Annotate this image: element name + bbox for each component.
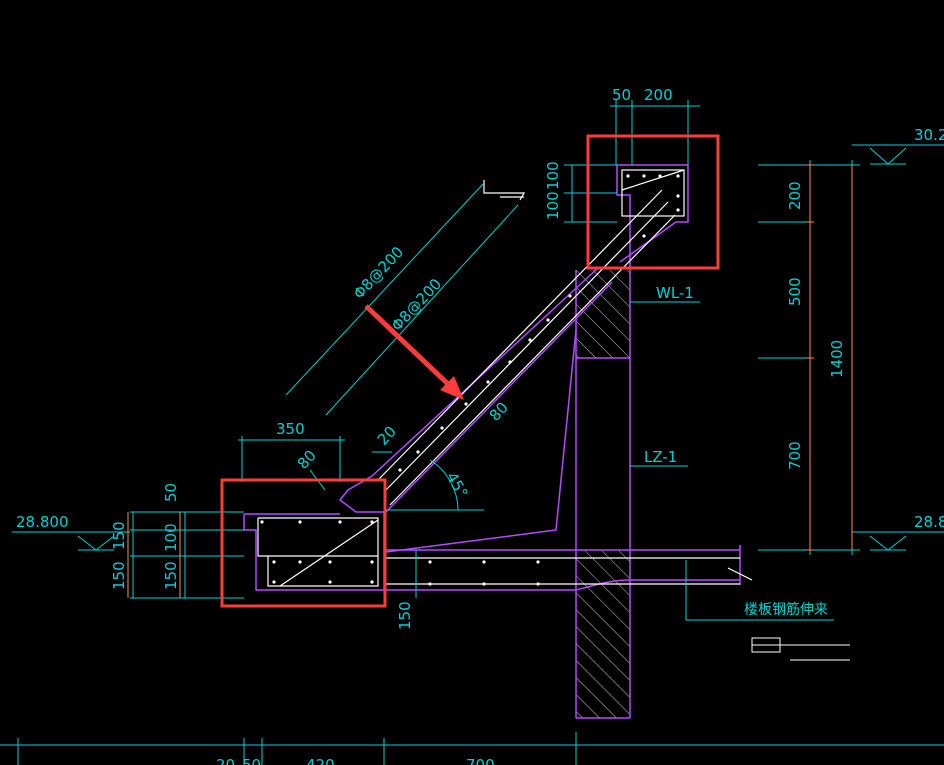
dim-left-150a: 150 xyxy=(110,521,128,550)
dim-top-100b: 100 xyxy=(544,191,562,220)
dim-left-50: 50 xyxy=(162,483,180,502)
legend-symbol xyxy=(751,637,850,661)
dim-right-200: 200 xyxy=(786,181,804,210)
highlight-box-top xyxy=(586,134,720,270)
dim-right-700: 700 xyxy=(786,441,804,470)
dim-top-100a: 100 xyxy=(544,161,562,190)
angle-45: 45° xyxy=(443,469,472,501)
dim-top-200: 200 xyxy=(644,86,673,104)
dim-80-slope: 80 xyxy=(486,398,512,424)
dim-bottom-150: 150 xyxy=(396,601,414,630)
dim-right-1400: 1400 xyxy=(828,340,846,378)
dim-right-500: 500 xyxy=(786,277,804,306)
red-arrow xyxy=(364,304,464,400)
label-lz-1: LZ-1 xyxy=(644,448,677,466)
dim-bottom-420: 420 xyxy=(306,756,335,765)
rebar-inner-label: Φ8@200 xyxy=(388,275,445,335)
label-wl-1: WL-1 xyxy=(656,284,694,302)
rebar-outer-label: Φ8@200 xyxy=(350,243,407,303)
dim-top-50: 50 xyxy=(612,86,631,104)
dim-20: 20 xyxy=(374,422,400,448)
dim-left-150b: 150 xyxy=(110,561,128,590)
dim-bottom-50: 50 xyxy=(242,756,261,765)
rebar-dots xyxy=(260,174,680,586)
elevation-right: 28.8 xyxy=(914,513,944,531)
orange-dims xyxy=(127,164,853,598)
slab-rebar-note: 楼板钢筋伸来 xyxy=(744,601,828,618)
dim-350: 350 xyxy=(276,420,305,438)
dim-left-100: 100 xyxy=(162,523,180,552)
dim-bottom-700: 700 xyxy=(466,756,495,765)
labels: 50 200 100 100 30.2 200 500 700 1400 28.… xyxy=(16,86,944,765)
rebar xyxy=(257,169,753,587)
highlight-box-bottom xyxy=(220,478,387,608)
column-hatch xyxy=(576,270,630,718)
dim-bottom-20: 20 xyxy=(216,756,235,765)
elevation-top-right: 30.2 xyxy=(914,126,944,144)
elevation-left: 28.800 xyxy=(16,513,69,531)
concrete-outline xyxy=(243,164,741,719)
dim-80-small: 80 xyxy=(294,446,320,472)
dim-left-150c: 150 xyxy=(162,561,180,590)
